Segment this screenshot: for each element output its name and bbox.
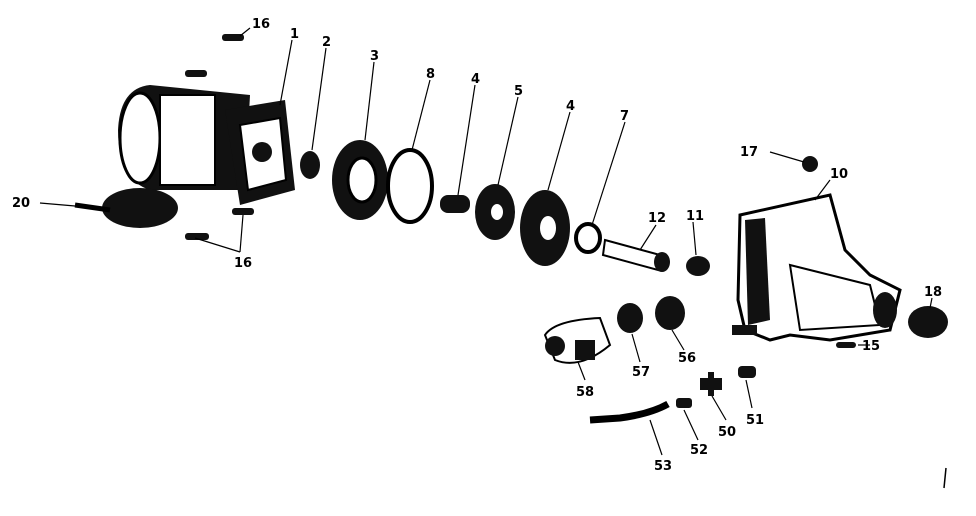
callout-20: 20 xyxy=(12,196,30,211)
callout-7: 7 xyxy=(620,109,629,124)
callout-57: 57 xyxy=(632,365,650,380)
power-cord-part xyxy=(74,188,178,228)
part-18-plug xyxy=(908,306,948,338)
part-7-ring xyxy=(574,222,602,254)
callout-3: 3 xyxy=(370,49,379,64)
part-57 xyxy=(617,303,643,333)
part-51 xyxy=(738,366,756,378)
part-17-plug xyxy=(802,156,818,172)
part-15-screw xyxy=(836,342,856,348)
part-6-diffuser xyxy=(520,190,570,266)
callout-56: 56 xyxy=(678,351,696,366)
callout-52: 52 xyxy=(690,443,708,458)
callout-53: 53 xyxy=(654,459,672,474)
callout-8: 8 xyxy=(426,67,435,82)
part-53-tube xyxy=(589,400,670,424)
callout-10: 10 xyxy=(830,167,848,182)
callout-18: 18 xyxy=(924,285,942,300)
callout-4-left: 4 xyxy=(471,72,480,87)
callout-4-right: 4 xyxy=(566,99,575,114)
callout-16-bottom: 16 xyxy=(234,256,252,271)
callout-12: 12 xyxy=(648,211,666,226)
callout-11: 11 xyxy=(686,209,704,224)
callout-58: 58 xyxy=(576,385,594,400)
callout-15: 15 xyxy=(862,339,880,354)
part-2 xyxy=(300,151,320,179)
part-3-seal-plate xyxy=(332,140,388,220)
callout-5: 5 xyxy=(514,84,523,99)
leader-lines xyxy=(39,27,933,456)
callout-17: 17 xyxy=(740,145,758,160)
part-4-seal xyxy=(440,195,470,213)
part-11-nozzle xyxy=(686,256,710,276)
part-5-impeller xyxy=(475,184,515,240)
callout-1: 1 xyxy=(290,27,299,42)
part-50-valve xyxy=(700,372,722,396)
part-52 xyxy=(676,398,692,408)
part-58-fitting xyxy=(543,316,612,364)
stray-mark xyxy=(943,467,947,489)
callout-16-top: 16 xyxy=(252,17,270,32)
callout-2: 2 xyxy=(322,35,331,50)
screw-part xyxy=(185,34,254,240)
part-12-venturi xyxy=(601,238,670,272)
callout-50: 50 xyxy=(718,425,736,440)
part-8-o-ring xyxy=(386,148,434,224)
part-56 xyxy=(655,296,685,330)
part-10-pump-body xyxy=(732,193,902,342)
callout-51: 51 xyxy=(746,413,764,428)
motor-part xyxy=(118,85,295,205)
